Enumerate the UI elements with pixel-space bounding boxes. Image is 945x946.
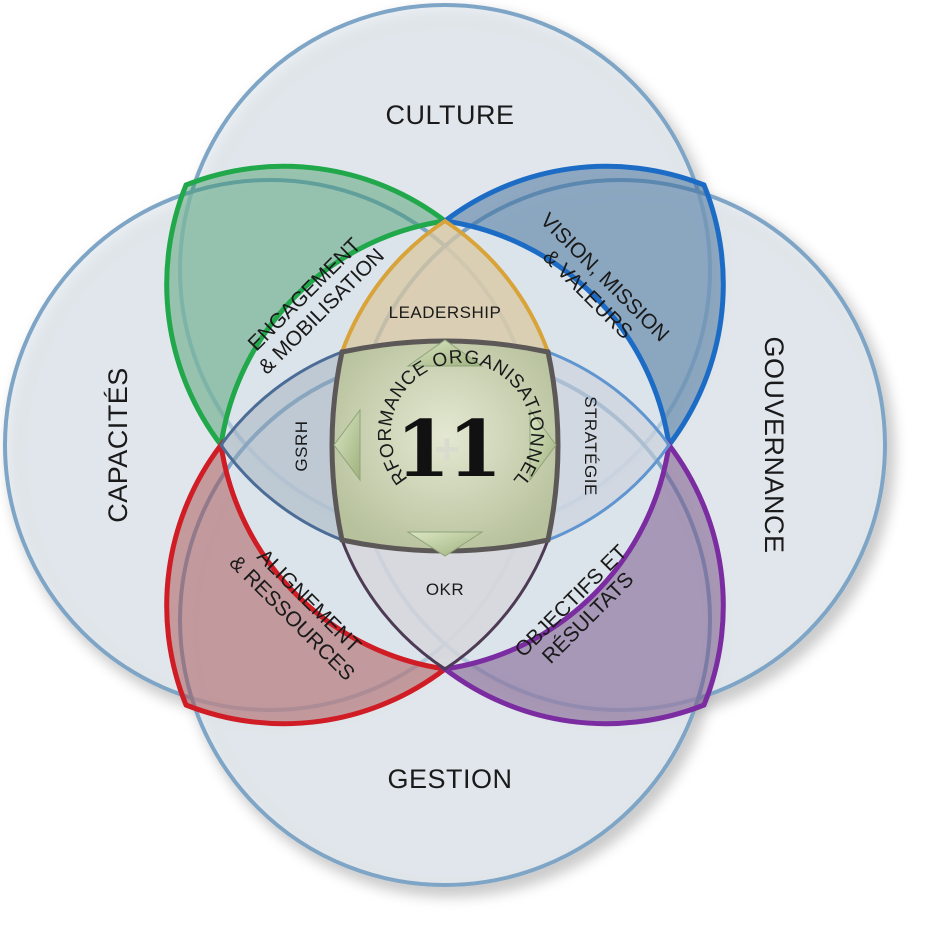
petals [164, 163, 726, 727]
arrow-left-icon [333, 408, 361, 482]
label-okr: OKR [426, 580, 464, 599]
petal-vision [438, 163, 726, 452]
petal-engagement [164, 163, 452, 452]
label-culture: CULTURE [385, 100, 514, 130]
label-leadership: LEADERSHIP [389, 303, 502, 322]
inner-lenses [219, 218, 671, 671]
label-gestion: GESTION [387, 764, 512, 794]
label-strategie: STRATÉGIE [581, 396, 600, 496]
label-gsrh: GSRH [292, 420, 311, 471]
petal-alignement [164, 438, 452, 727]
center-plus: + [434, 425, 460, 474]
arrow-up-icon [406, 339, 484, 367]
arrow-down-icon [406, 531, 484, 557]
label-gouvernance: GOUVERNANCE [759, 336, 789, 553]
petal-objectifs [438, 438, 726, 727]
arrow-right-icon [529, 408, 557, 482]
center-number-right: 1 [448, 404, 502, 495]
label-capacites: CAPACITÉS [103, 367, 133, 523]
center-shape [329, 338, 561, 554]
center-number-left: 1 [396, 404, 450, 495]
